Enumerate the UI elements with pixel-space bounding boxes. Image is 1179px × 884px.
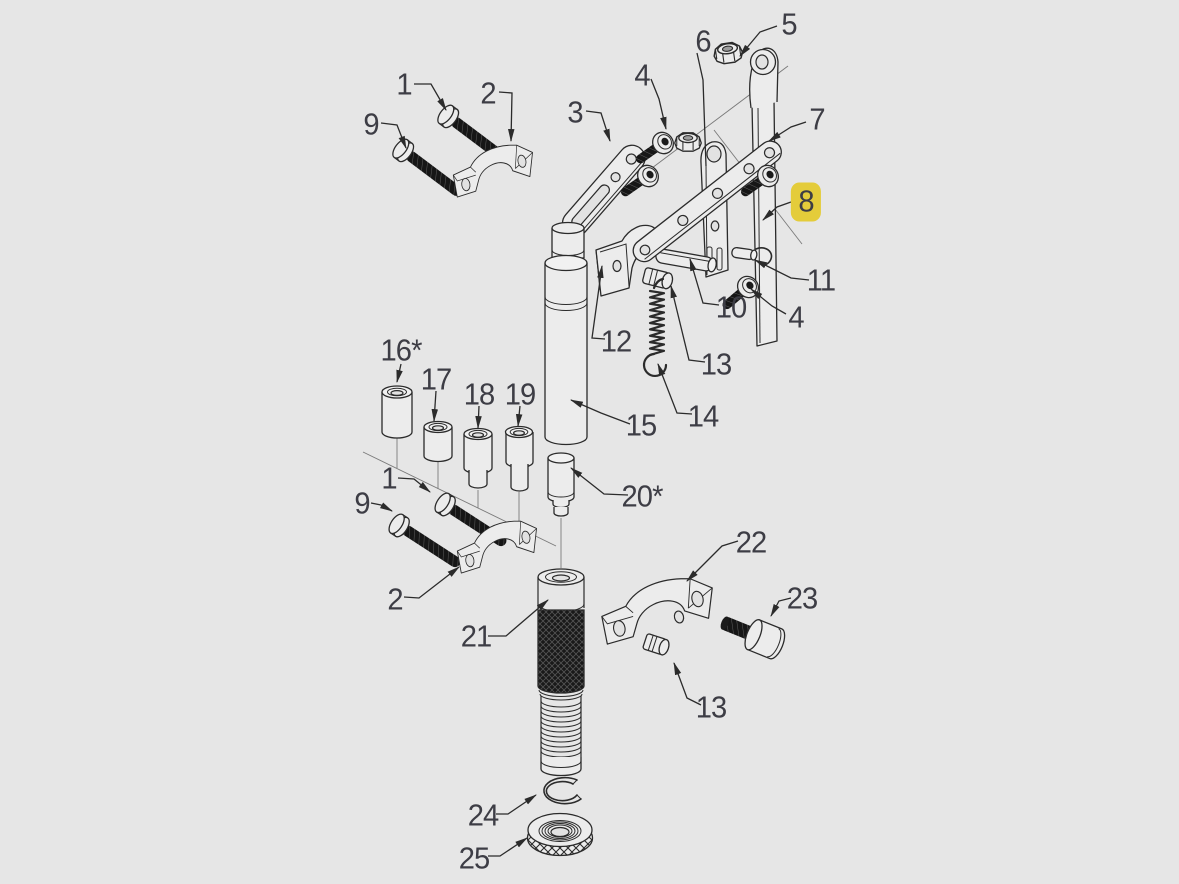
leader-6	[696, 52, 707, 167]
callout-12[interactable]: 12	[600, 323, 632, 359]
part-tube-15	[544, 221, 588, 446]
leader-2-bot	[403, 566, 460, 599]
callout-1-top[interactable]: 1	[396, 66, 412, 102]
leader-19	[515, 405, 523, 428]
callout-13-mid[interactable]: 13	[700, 346, 732, 382]
leader-5	[739, 25, 778, 57]
part-nut-5	[711, 40, 745, 66]
leader-11	[754, 259, 810, 281]
leader-13-bot	[673, 661, 702, 706]
callout-2-bot[interactable]: 2	[387, 581, 403, 617]
callout-18[interactable]: 18	[463, 376, 495, 412]
callout-4-bot[interactable]: 4	[788, 299, 804, 335]
part-thumbscrew-23	[720, 616, 786, 660]
callout-21[interactable]: 21	[460, 618, 492, 654]
callout-10[interactable]: 10	[715, 289, 747, 325]
callout-17[interactable]: 17	[420, 361, 452, 397]
callout-1-bot[interactable]: 1	[381, 460, 397, 496]
part-bolt-9-bot	[385, 510, 467, 575]
callout-15[interactable]: 15	[625, 407, 657, 443]
callout-4-top[interactable]: 4	[634, 57, 650, 93]
leader-4-bot	[750, 288, 787, 315]
callout-16[interactable]: 16*	[380, 332, 423, 368]
callout-25[interactable]: 25	[458, 840, 490, 876]
part-retaining-ring-24	[543, 776, 582, 805]
leader-14	[657, 362, 693, 415]
leader-3	[585, 110, 611, 143]
callout-9-top[interactable]: 9	[363, 106, 379, 142]
callout-24[interactable]: 24	[467, 797, 499, 833]
part-clamp-2-bot	[456, 520, 537, 574]
callout-13-bot[interactable]: 13	[695, 689, 727, 725]
part-setscrew-13-bot	[642, 633, 670, 656]
callout-22[interactable]: 22	[735, 524, 767, 560]
leader-1-bot	[397, 477, 431, 493]
leaders	[370, 25, 810, 857]
callout-19[interactable]: 19	[504, 376, 536, 412]
leader-16	[396, 363, 403, 384]
part-clamp-22	[601, 578, 713, 645]
callout-7[interactable]: 7	[809, 101, 825, 137]
part-hook-11	[731, 246, 773, 266]
part-nut-flange	[674, 132, 702, 152]
part-arm-7	[632, 140, 782, 263]
part-shaft-21	[537, 568, 585, 777]
leader-23	[770, 597, 792, 617]
leader-15	[570, 399, 631, 425]
part-nut-25	[526, 812, 594, 857]
part-stud-13-mid	[642, 267, 674, 290]
leader-1-top	[414, 83, 447, 111]
leader-25	[488, 837, 528, 857]
leader-21	[488, 599, 549, 637]
callout-23[interactable]: 23	[786, 580, 818, 616]
callout-20[interactable]: 20*	[621, 478, 664, 514]
leader-2-top	[498, 91, 515, 143]
leader-18	[475, 405, 482, 430]
leader-4-top	[650, 78, 667, 131]
leader-24	[496, 794, 537, 815]
callout-2-top[interactable]: 2	[480, 75, 496, 111]
leader-8	[762, 201, 792, 221]
part-bushing-17	[423, 420, 453, 463]
leader-7	[768, 121, 807, 142]
callout-14[interactable]: 14	[687, 398, 719, 434]
leader-17	[431, 390, 439, 423]
leader-22	[686, 540, 739, 582]
leader-20	[570, 467, 629, 496]
part-pilot-20	[547, 452, 575, 517]
leader-10	[689, 257, 720, 306]
leader-13-mid	[670, 284, 706, 363]
callout-11[interactable]: 11	[806, 262, 836, 298]
leader-12	[591, 264, 606, 340]
callout-6[interactable]: 6	[695, 23, 711, 59]
part-bushing-16	[381, 385, 413, 439]
callout-9-bot[interactable]: 9	[354, 485, 370, 521]
part-bushing-19	[504, 425, 534, 492]
part-clamp-2-top	[452, 144, 533, 198]
leader-9-bot	[370, 502, 393, 512]
part-bolt-9-top	[389, 135, 468, 204]
part-bushing-18	[463, 427, 493, 489]
part-spring-14	[642, 277, 668, 377]
callout-3[interactable]: 3	[567, 94, 583, 130]
leader-9-top	[380, 122, 407, 150]
callout-8[interactable]: 8	[790, 182, 822, 222]
callout-5[interactable]: 5	[781, 6, 797, 42]
part-bolt-1-bot	[431, 489, 513, 554]
part-bar-8	[749, 47, 779, 347]
